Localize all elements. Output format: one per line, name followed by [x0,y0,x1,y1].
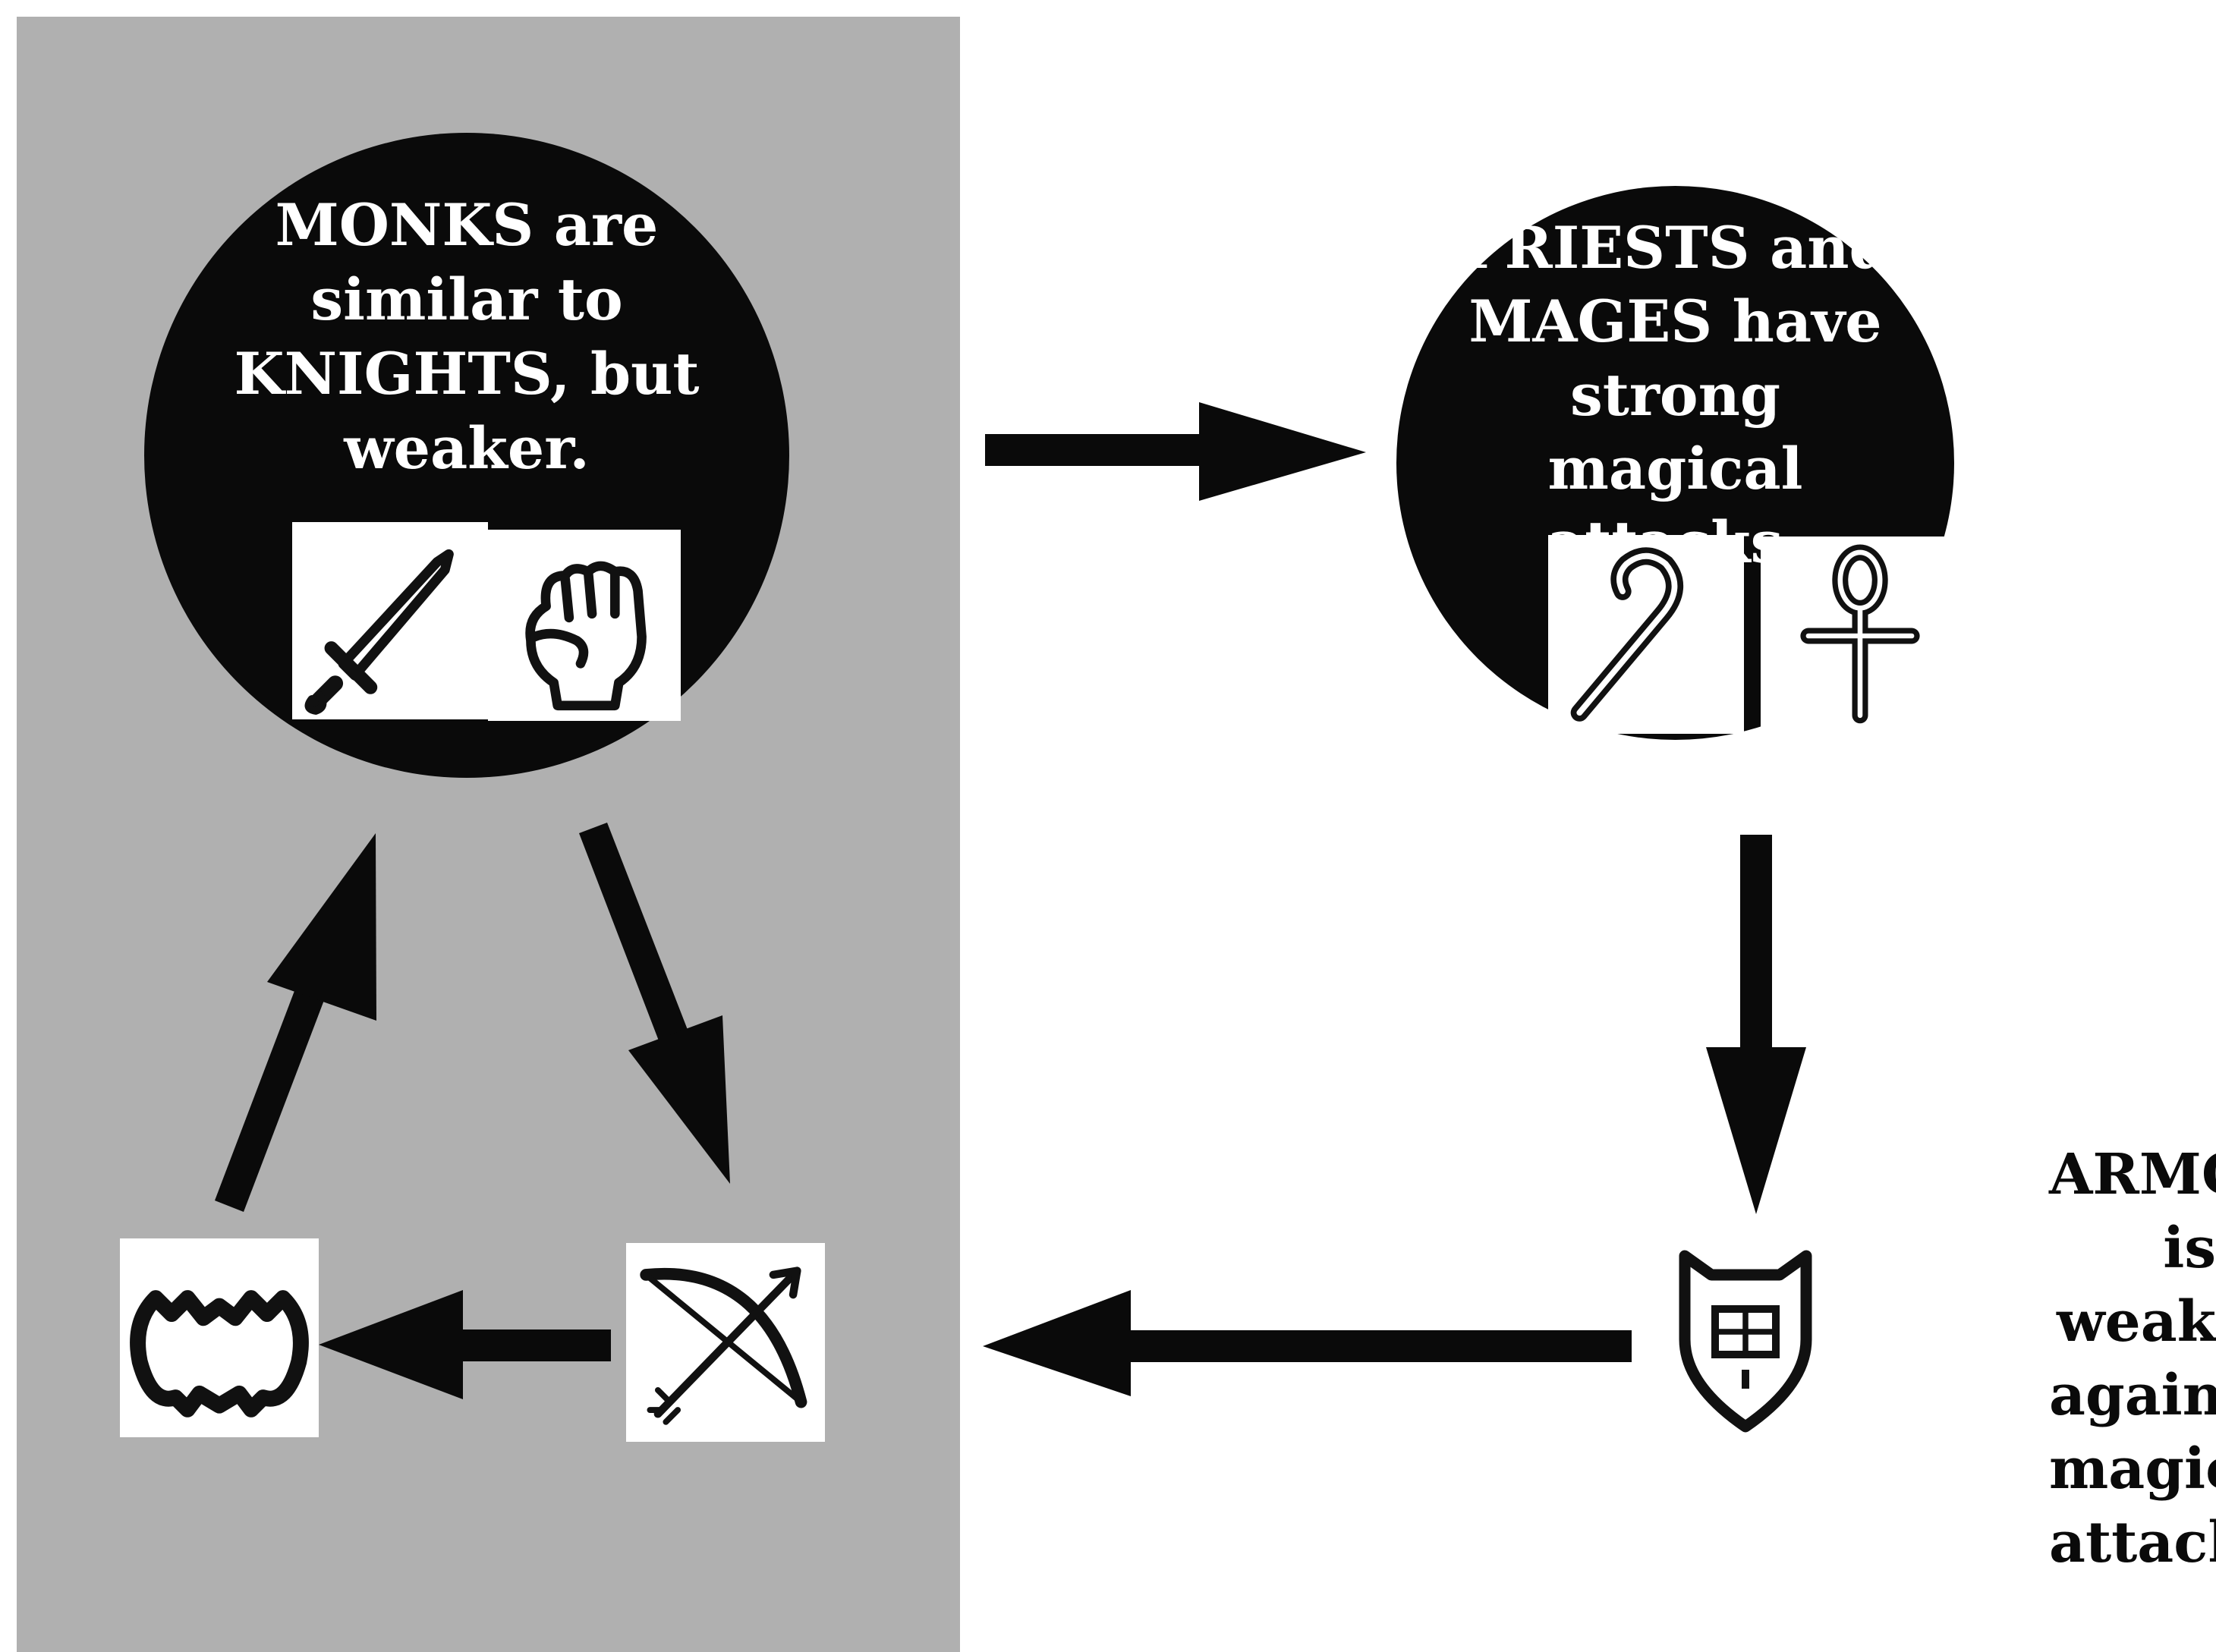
arrow-bat-to-monks [215,833,376,1212]
arrow-bow-to-bat [319,1290,611,1399]
arrow-monks-to-priests [985,402,1366,501]
fist-icon [488,530,681,721]
priests-caption: PRIESTS and MAGES have strong magical at… [1461,214,1890,576]
armor-note: ARMOR is weak against magical attacks. [2049,1142,2216,1575]
bat-icon [120,1238,319,1437]
arrow-priests-to-armor [1706,835,1806,1214]
arrow-armor-to-bow [983,1290,1632,1396]
ankh-icon [1761,537,1959,735]
monks-caption: MONKS are similar to KNIGHTS, but weaker… [234,191,700,482]
bow-icon [626,1243,825,1442]
staff-icon [1548,535,1744,734]
arrow-monks-to-bow [579,823,730,1184]
shield-icon [1673,1245,1818,1434]
sword-icon [292,522,488,719]
